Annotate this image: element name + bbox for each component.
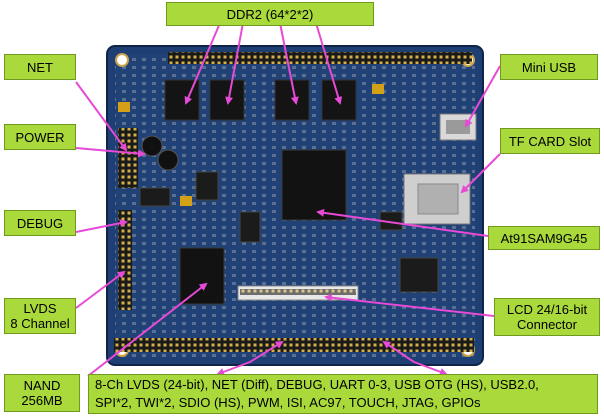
lcd-label-line1: LCD 24/16-bit: [506, 302, 588, 317]
cpu-label: At91SAM9G45: [488, 226, 600, 250]
small-ic: [139, 187, 171, 207]
nand-label-line2: 256MB: [21, 393, 63, 408]
small-ic: [239, 211, 261, 243]
features-line-2: SPI*2, TWI*2, SDIO (HS), PWM, ISI, AC97,…: [95, 395, 481, 410]
debug-label: DEBUG: [4, 210, 76, 236]
lvds-label: LVDS 8 Channel: [4, 298, 76, 334]
mini-usb-label: Mini USB: [500, 54, 598, 80]
features-line-1: 8-Ch LVDS (24-bit), NET (Diff), DEBUG, U…: [95, 377, 539, 392]
capacitor: [180, 196, 192, 206]
features-list: 8-Ch LVDS (24-bit), NET (Diff), DEBUG, U…: [88, 374, 598, 414]
nand-chip: [179, 247, 225, 305]
lvds-label-line2: 8 Channel: [10, 316, 70, 331]
net-pin-header: [118, 128, 138, 188]
power-label: POWER: [4, 124, 76, 150]
lvds-label-line1: LVDS: [23, 301, 57, 316]
mount-hole: [115, 53, 129, 67]
cpu-chip: [281, 149, 347, 221]
small-ic: [195, 171, 219, 201]
capacitor: [118, 102, 130, 112]
tf-card-label: TF CARD Slot: [500, 128, 600, 154]
bottom-pin-header: [114, 338, 474, 352]
capacitor: [372, 84, 384, 94]
lcd-label: LCD 24/16-bit Connector: [494, 298, 600, 336]
nand-label-line1: NAND: [23, 378, 61, 393]
left-pin-header: [118, 210, 132, 310]
net-label: NET: [4, 54, 76, 80]
small-ic: [399, 257, 439, 293]
power-inductor: [157, 149, 179, 171]
lcd-label-line2: Connector: [517, 317, 577, 332]
ddr2-chip: [209, 79, 245, 121]
ddr2-label: DDR2 (64*2*2): [166, 2, 374, 26]
top-pin-header: [168, 52, 472, 64]
nand-label: NAND 256MB: [4, 374, 80, 412]
power-inductor: [141, 135, 163, 157]
